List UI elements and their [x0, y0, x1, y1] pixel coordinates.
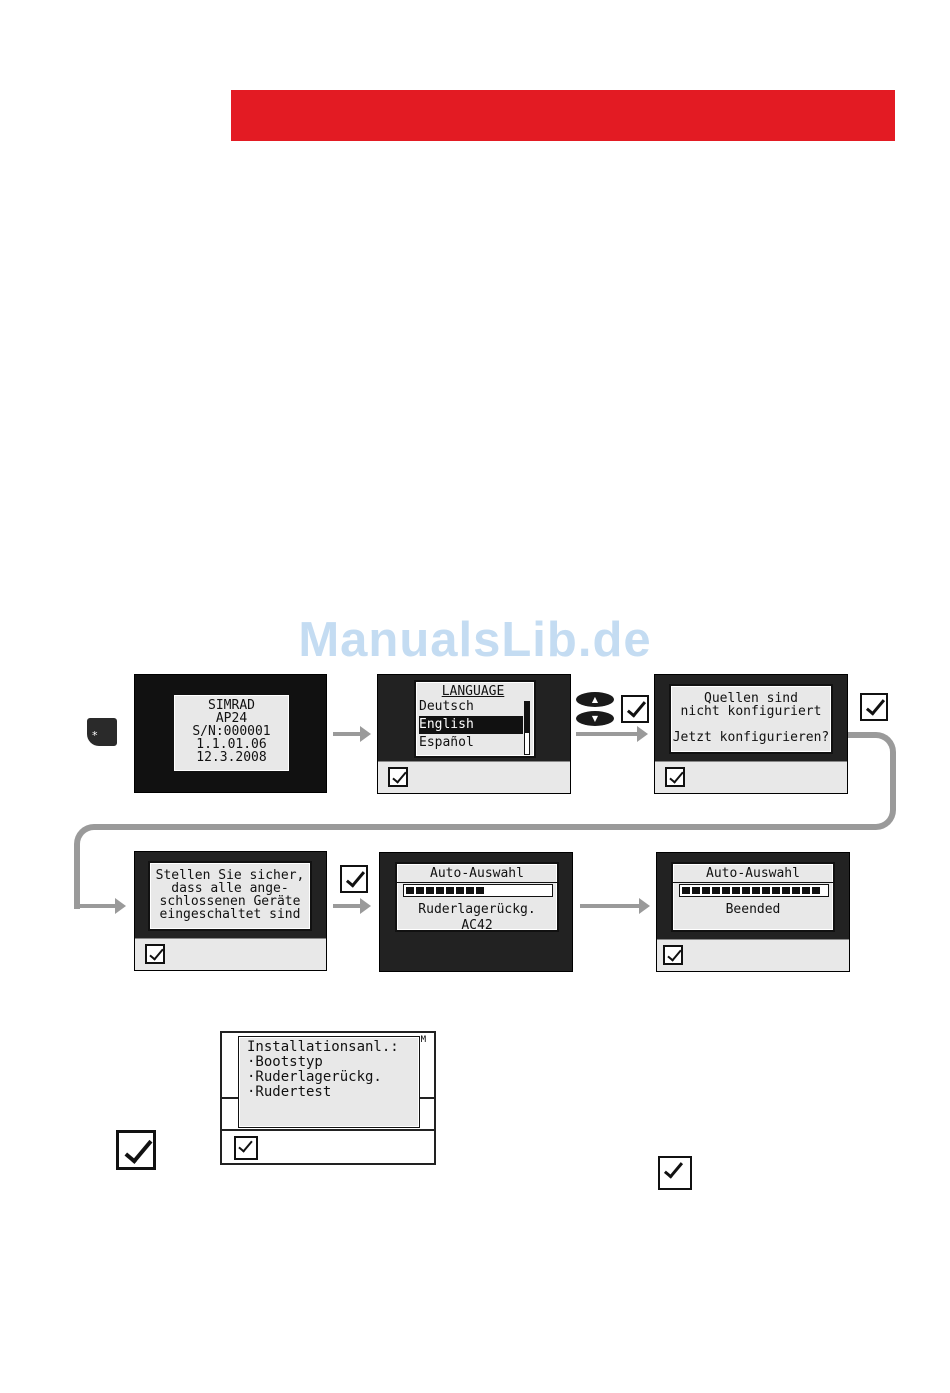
progress-segment: [456, 887, 464, 894]
install-left-divider: [222, 1097, 238, 1099]
check-icon[interactable]: [665, 767, 685, 787]
progress-segment: [446, 887, 454, 894]
autoselect-done-panel: Auto-Auswahl Beended: [671, 862, 835, 932]
autoselect-line-2: AC42: [461, 918, 493, 933]
check-icon[interactable]: [388, 767, 408, 787]
autoselect-line-1: Ruderlagerückg.: [418, 902, 536, 917]
down-key-icon[interactable]: ▼: [576, 711, 614, 726]
ensure-line-1: Stellen Sie sicher,: [155, 868, 305, 883]
screen-autoselect-done: Auto-Auswahl Beended: [656, 852, 850, 972]
install-right-divider: [418, 1097, 434, 1099]
progress-segment: [762, 887, 770, 894]
flow-arrow: [580, 898, 650, 914]
screen-sources: Quellen sind nicht konfiguriert Jetzt ko…: [654, 674, 848, 794]
flow-connector-bottom: [74, 824, 854, 909]
check-icon[interactable]: [234, 1136, 258, 1160]
install-item-rudertest[interactable]: ·Rudertest: [247, 1084, 332, 1100]
check-icon[interactable]: [145, 944, 165, 964]
progress-segment: [732, 887, 740, 894]
flow-connector-right: [848, 732, 896, 830]
flow-arrow: [333, 726, 371, 742]
progress-segment: [692, 887, 700, 894]
install-title: Installationsanl.:: [247, 1039, 399, 1055]
progress-segment: [742, 887, 750, 894]
autoselect-done-progress-bar: [679, 884, 829, 897]
screen-startup: SIMRAD AP24 S/N:000001 1.1.01.06 12.3.20…: [134, 674, 327, 793]
autoselect-panel: Auto-Auswahl Ruderlagerückg. AC42: [395, 862, 559, 932]
autoselect-done-line-1: Beended: [725, 902, 781, 917]
sources-panel: Quellen sind nicht konfiguriert Jetzt ko…: [669, 684, 833, 754]
softkey-bar: [222, 1129, 434, 1163]
sources-question: Jetzt konfigurieren?: [672, 730, 830, 745]
language-option-deutsch[interactable]: Deutsch: [419, 699, 474, 714]
up-key-icon[interactable]: ▲: [576, 692, 614, 707]
autoselect-done-header: Auto-Auswahl: [673, 867, 833, 883]
progress-segment: [476, 887, 484, 894]
startup-panel: SIMRAD AP24 S/N:000001 1.1.01.06 12.3.20…: [172, 693, 291, 773]
sources-line-1: Quellen sind: [704, 691, 798, 706]
check-key-icon[interactable]: [116, 1130, 156, 1170]
ensure-line-2: dass alle ange-: [171, 881, 289, 896]
ensure-line-4: eingeschaltet sind: [159, 907, 301, 922]
progress-segment: [406, 887, 414, 894]
flow-arrow: [80, 898, 126, 914]
softkey-bar: [135, 938, 326, 970]
check-icon[interactable]: [663, 945, 683, 965]
flow-arrow: [333, 898, 371, 914]
ensure-line-3: schlossenen Geräte: [159, 894, 301, 909]
startup-version: 1.1.01.06: [196, 737, 267, 752]
progress-segment: [812, 887, 820, 894]
language-panel: LANGUAGE Deutsch English Español: [414, 680, 536, 758]
check-key-icon[interactable]: [860, 693, 888, 721]
language-scrollbar[interactable]: [524, 701, 530, 755]
check-key-icon[interactable]: [658, 1156, 692, 1190]
progress-segment: [702, 887, 710, 894]
screen-language: LANGUAGE Deutsch English Español: [377, 674, 571, 794]
header-red-bar: [231, 90, 895, 141]
sources-line-2: nicht konfiguriert: [680, 704, 822, 719]
language-header: LANGUAGE: [441, 684, 505, 699]
progress-segment: [722, 887, 730, 894]
screen-ensure-devices: Stellen Sie sicher, dass alle ange- schl…: [134, 851, 327, 971]
softkey-bar: [378, 761, 570, 793]
startup-model: AP24: [215, 711, 248, 726]
ensure-panel: Stellen Sie sicher, dass alle ange- schl…: [148, 861, 312, 931]
progress-segment: [782, 887, 790, 894]
star-key-icon[interactable]: *: [87, 718, 117, 746]
softkey-bar: [655, 761, 847, 793]
install-item-ruderlage[interactable]: ·Ruderlagerückg.: [247, 1069, 382, 1085]
autoselect-header: Auto-Auswahl: [397, 867, 557, 883]
progress-segment: [802, 887, 810, 894]
screen-autoselect-progress: Auto-Auswahl Ruderlagerückg. AC42: [379, 852, 573, 972]
autoselect-progress-bar: [403, 884, 553, 897]
progress-segment: [426, 887, 434, 894]
watermark: ManualsLib.de: [298, 613, 652, 667]
check-key-icon[interactable]: [340, 865, 368, 893]
softkey-bar: [657, 939, 849, 971]
screen-install-menu: Installationsanl.: ·Bootstyp ·Ruderlager…: [220, 1031, 436, 1165]
language-option-english[interactable]: English: [419, 716, 523, 734]
progress-segment: [752, 887, 760, 894]
progress-segment: [436, 887, 444, 894]
progress-segment: [712, 887, 720, 894]
startup-date: 12.3.2008: [196, 750, 267, 765]
progress-segment: [416, 887, 424, 894]
check-key-icon[interactable]: [621, 695, 649, 723]
progress-segment: [682, 887, 690, 894]
startup-brand: SIMRAD: [208, 698, 255, 713]
startup-serial: S/N:000001: [192, 724, 271, 739]
flow-arrow: [576, 726, 648, 742]
install-panel: Installationsanl.: ·Bootstyp ·Ruderlager…: [238, 1036, 420, 1128]
progress-segment: [772, 887, 780, 894]
language-option-espanol[interactable]: Español: [419, 735, 474, 750]
install-item-bootstyp[interactable]: ·Bootstyp: [247, 1054, 323, 1070]
progress-segment: [466, 887, 474, 894]
install-corner-mark: M: [420, 1035, 426, 1045]
progress-segment: [792, 887, 800, 894]
